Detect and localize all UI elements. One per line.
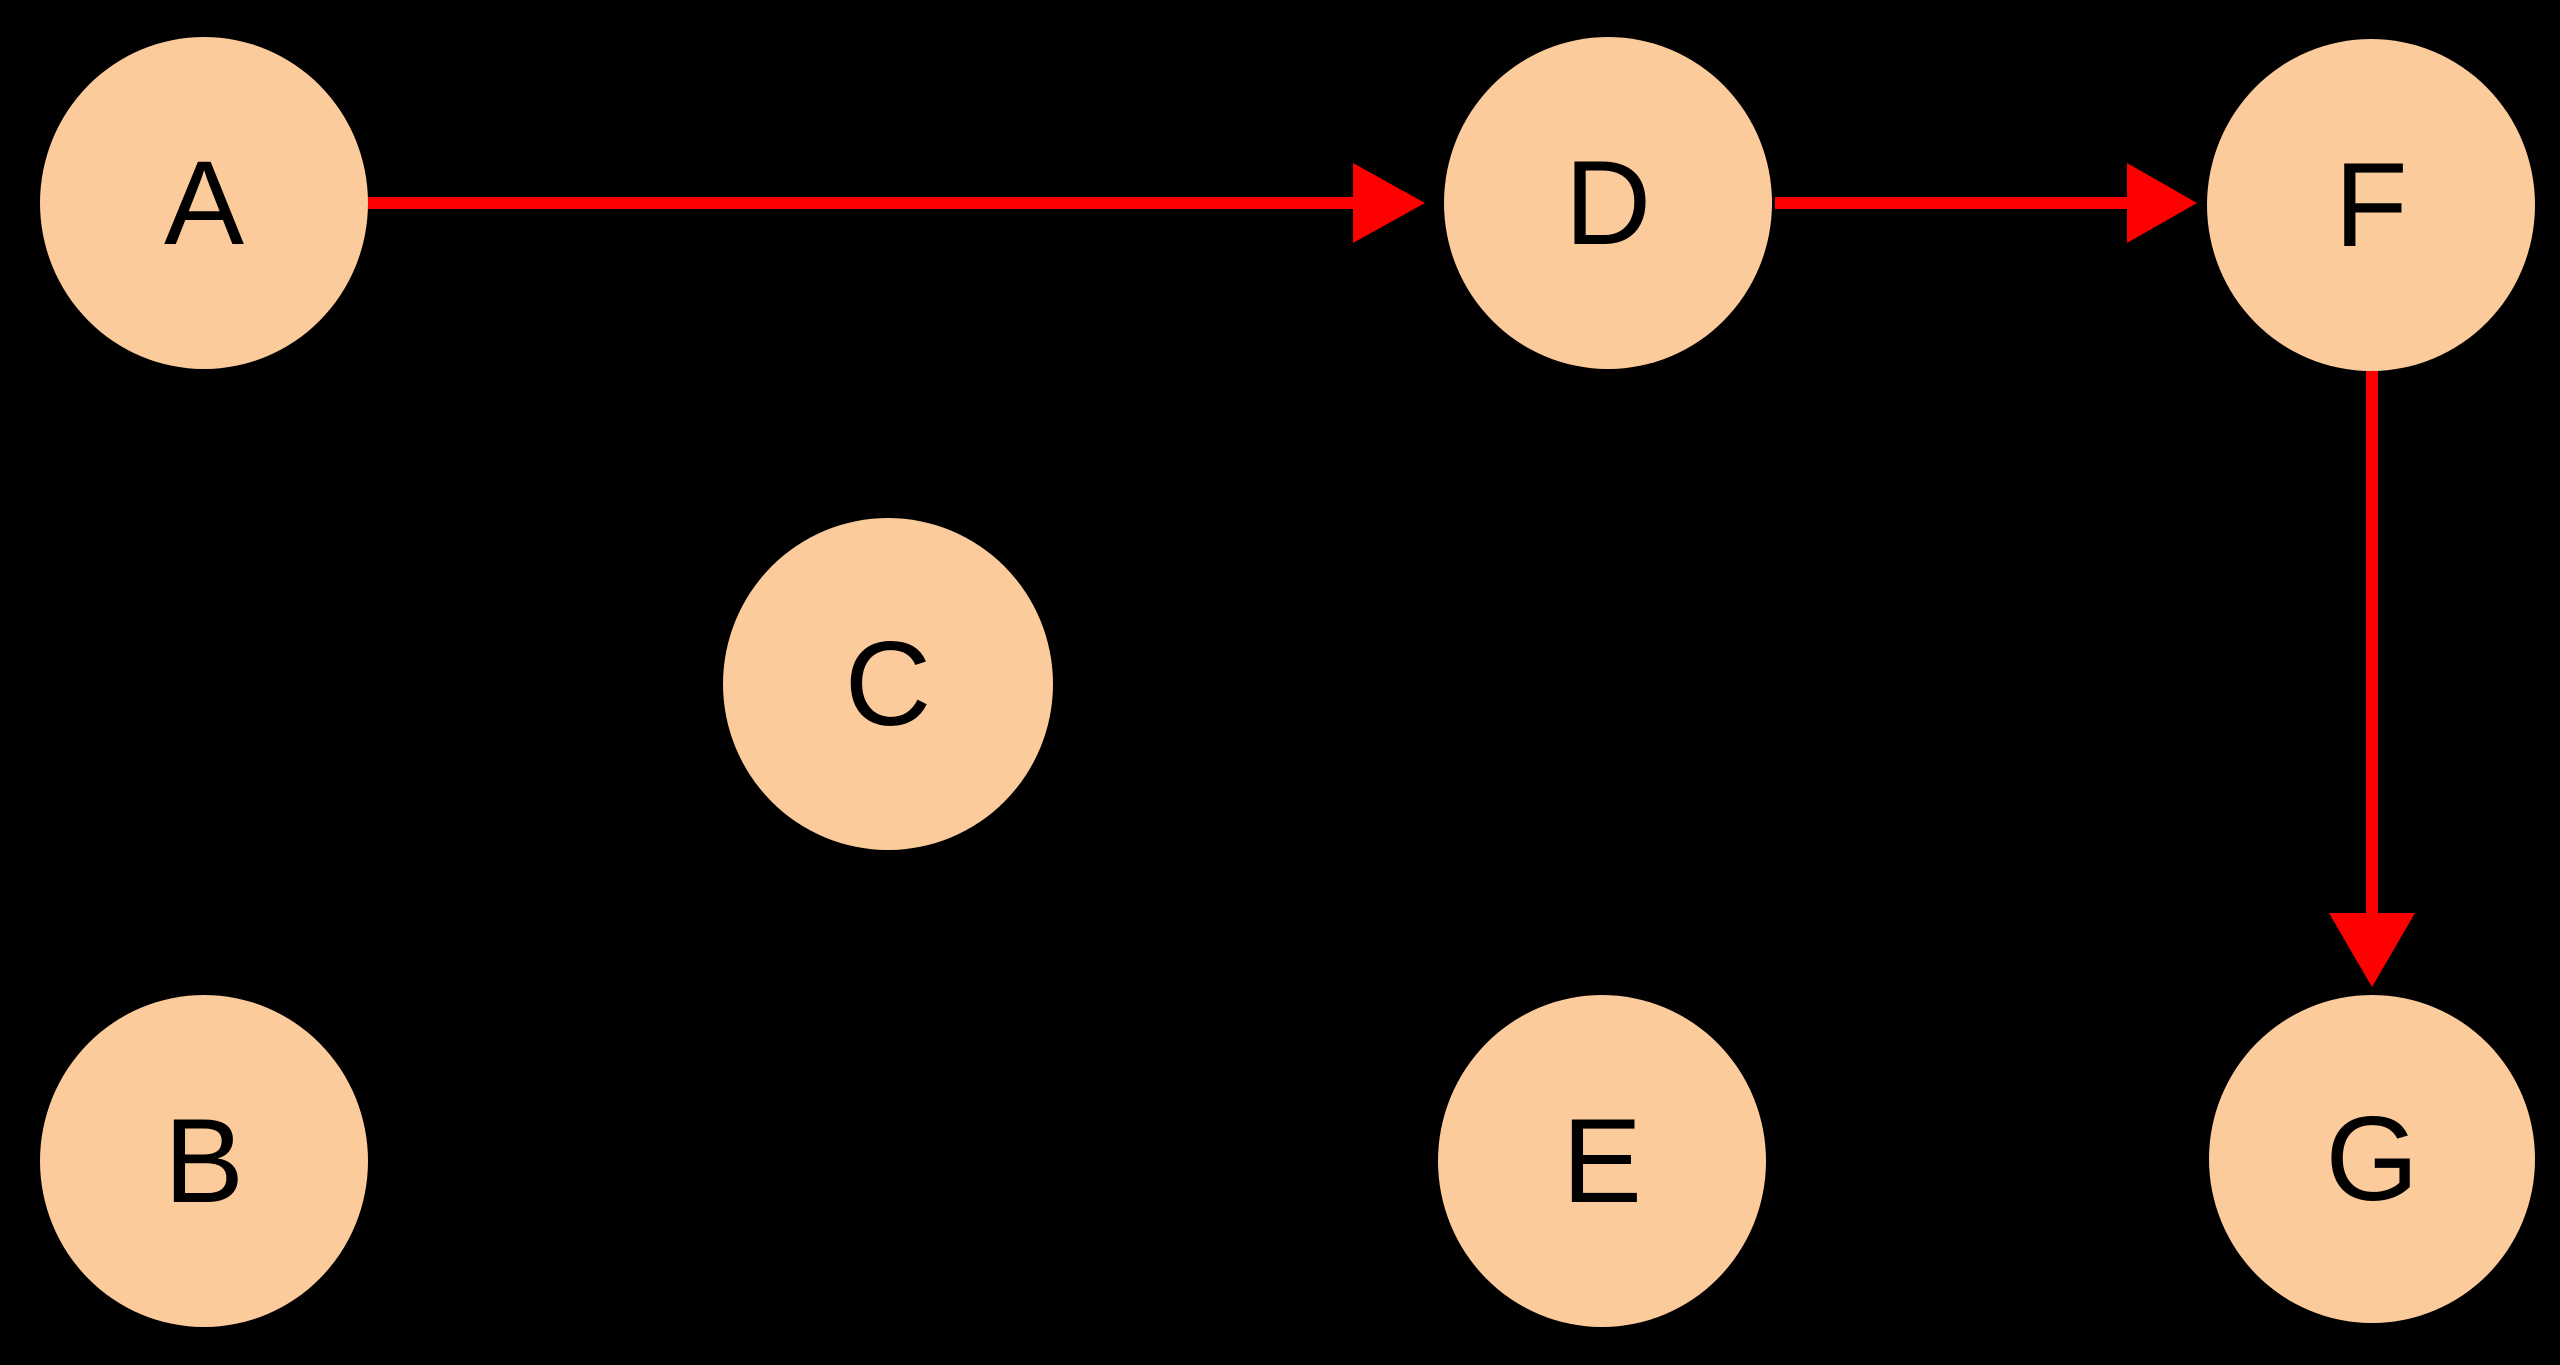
node-shape-ellipse [1438, 995, 1766, 1327]
node-e[interactable]: E [1438, 995, 1766, 1327]
node-shape-ellipse [2207, 39, 2535, 371]
node-shape-ellipse [723, 518, 1053, 850]
node-c[interactable]: C [723, 518, 1053, 850]
node-a[interactable]: A [40, 37, 368, 369]
edge-a-to-d[interactable] [368, 163, 1425, 243]
node-g[interactable]: G [2209, 995, 2535, 1323]
node-shape-ellipse [40, 995, 368, 1327]
node-shape-ellipse [2209, 995, 2535, 1323]
node-b[interactable]: B [40, 995, 368, 1327]
edge-f-to-g[interactable] [2329, 365, 2415, 987]
edge-d-to-f[interactable] [1775, 163, 2197, 243]
edge-arrowhead-icon [2329, 913, 2415, 987]
edge-arrowhead-icon [1353, 163, 1425, 243]
node-d[interactable]: D [1444, 37, 1772, 369]
node-shape-ellipse [1444, 37, 1772, 369]
edges-layer [368, 163, 2415, 987]
edge-arrowhead-icon [2127, 163, 2197, 243]
node-f[interactable]: F [2207, 39, 2535, 371]
node-shape-ellipse [40, 37, 368, 369]
